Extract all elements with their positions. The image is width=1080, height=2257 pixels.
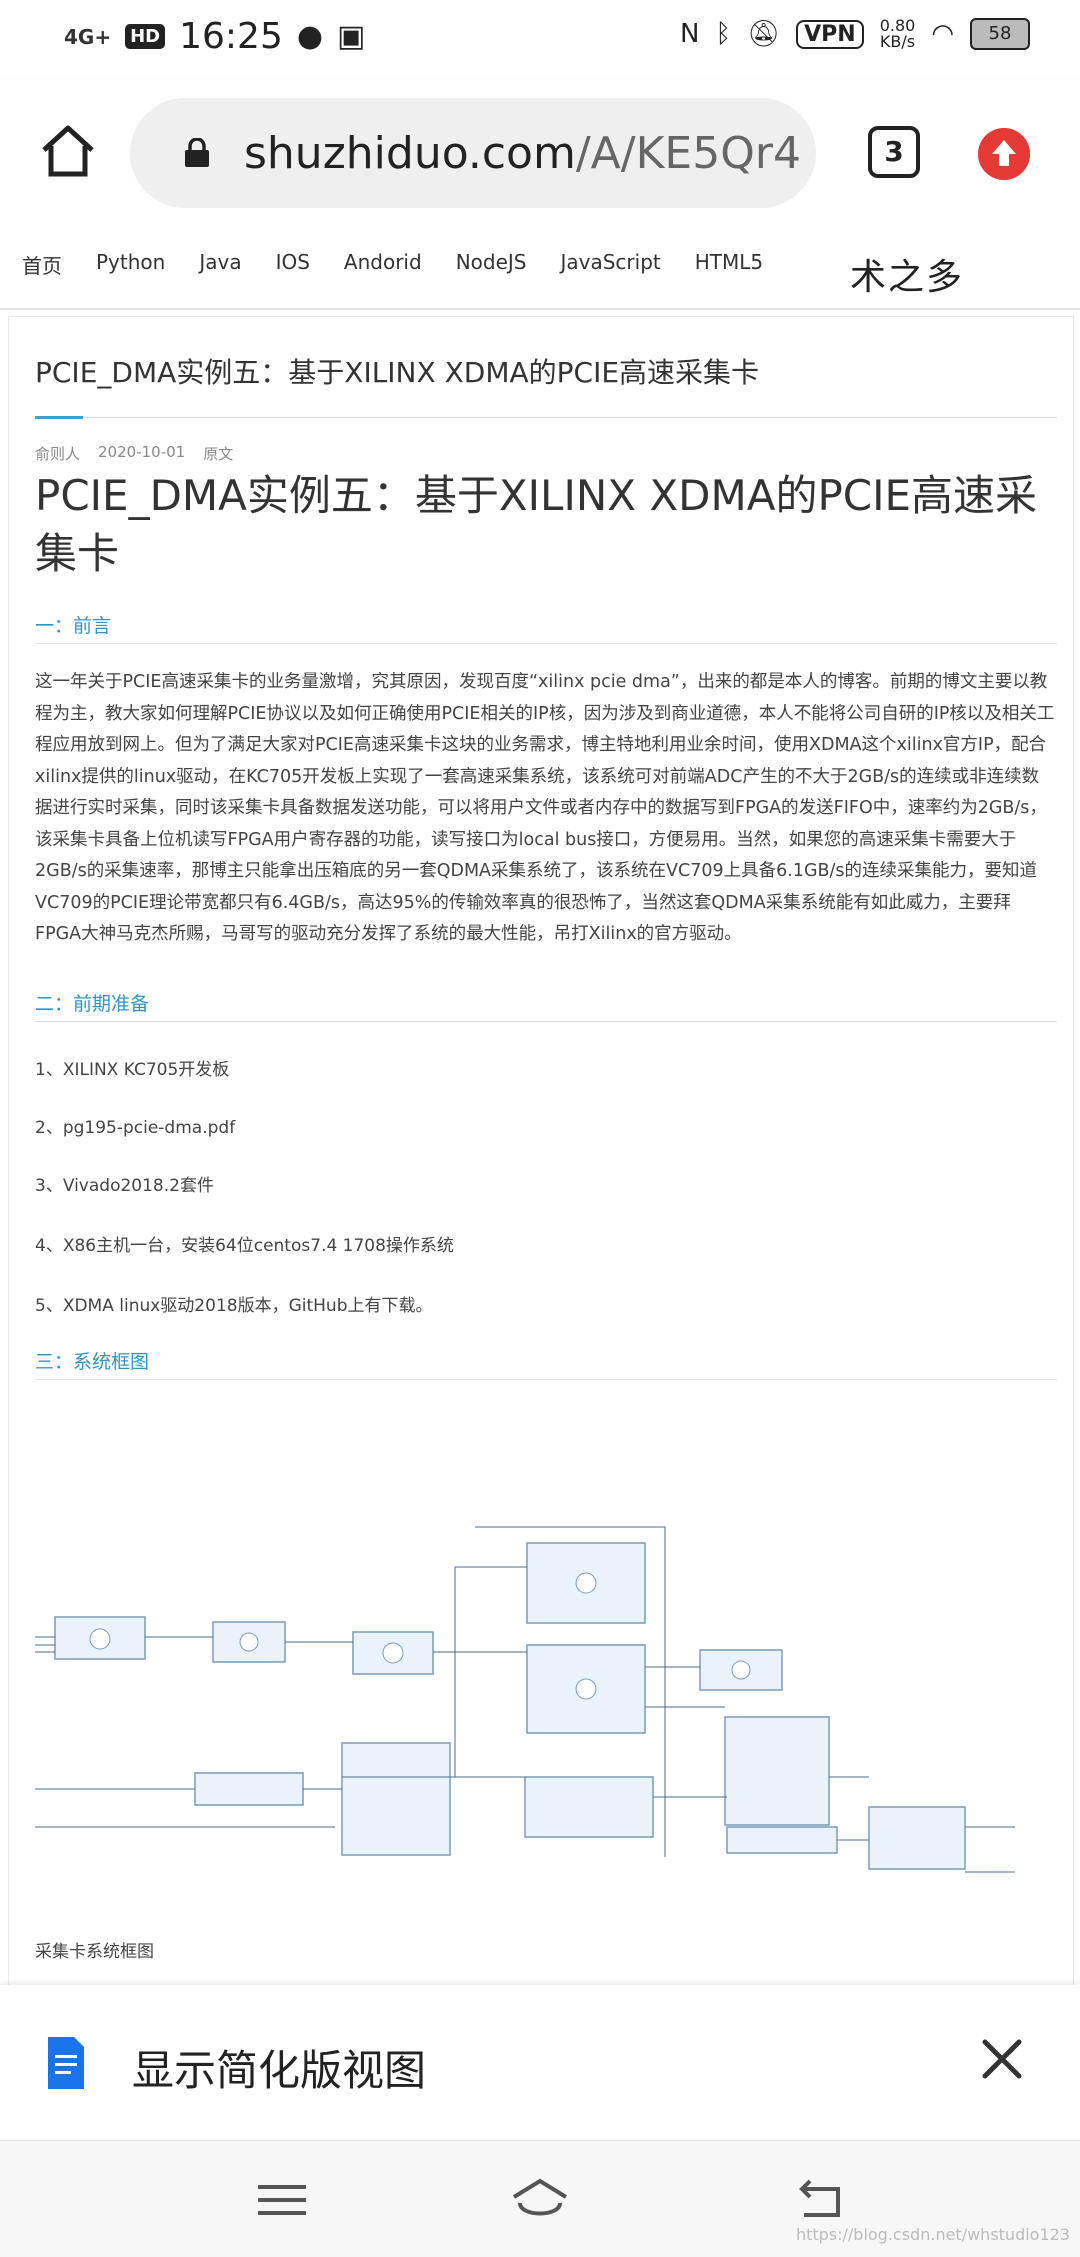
nav-item-python[interactable]: Python xyxy=(96,250,166,274)
intro-paragraph: 这一年关于PCIE高速采集卡的业务量激增，究其原因，发现百度“xilinx pc… xyxy=(35,672,1055,944)
network-speed: 0.80 KB/s xyxy=(880,18,916,50)
section-divider xyxy=(35,1379,1057,1380)
clock: 16:25 xyxy=(179,16,283,57)
hd-badge: HD xyxy=(125,24,166,49)
divider-accent xyxy=(35,416,83,419)
section-heading-diagram: 三：系统框图 xyxy=(35,1351,150,1373)
gallery-icon: ▣ xyxy=(337,19,366,54)
diagram-block xyxy=(194,1772,304,1806)
system-nav-bar: https://blog.csdn.net/whstudio123 xyxy=(0,2140,1080,2257)
original-tag: 原文 xyxy=(203,445,234,463)
diagram-block xyxy=(341,1742,451,1856)
publish-date: 2020-10-01 xyxy=(98,443,186,461)
diagram-block xyxy=(526,1644,646,1734)
article-meta: 俞则人 2020-10-01 原文 xyxy=(35,443,233,464)
document-icon xyxy=(48,2037,84,2089)
author[interactable]: 俞则人 xyxy=(35,445,81,463)
nfc-icon: N xyxy=(680,19,700,49)
speed-value: 0.80 xyxy=(879,16,916,35)
section-divider xyxy=(35,643,1057,644)
simplified-view-banner[interactable]: 显示简化版视图 xyxy=(0,1985,1080,2140)
nav-item-ios[interactable]: IOS xyxy=(275,250,310,274)
section-heading-prep: 二：前期准备 xyxy=(35,993,150,1015)
close-icon[interactable] xyxy=(980,2037,1024,2081)
status-bar: 4G+ HD 16:25 ● ▣ N ᛒ 🔕︎ VPN 0.80 KB/s ◠ … xyxy=(0,0,1080,80)
diagram-block xyxy=(724,1716,830,1826)
nav-item-android[interactable]: Andorid xyxy=(343,250,422,274)
site-nav: 首页 Python Java IOS Andorid NodeJS JavaSc… xyxy=(0,230,1080,310)
speed-unit: KB/s xyxy=(879,32,916,51)
bluetooth-icon: ᛒ xyxy=(715,19,732,49)
nav-item-javascript[interactable]: JavaScript xyxy=(560,250,661,274)
menu-icon[interactable] xyxy=(252,2175,312,2225)
back-icon[interactable] xyxy=(790,2175,850,2225)
nav-item-nodejs[interactable]: NodeJS xyxy=(455,250,527,274)
diagram-block xyxy=(524,1776,654,1838)
site-logo[interactable]: 术之多 xyxy=(850,257,965,298)
home-nav-icon[interactable] xyxy=(510,2175,570,2225)
nav-item-home[interactable]: 首页 xyxy=(22,254,62,278)
diagram-block xyxy=(726,1826,838,1854)
system-block-diagram xyxy=(35,1526,1015,1873)
web-page: 首页 Python Java IOS Andorid NodeJS JavaSc… xyxy=(0,230,1080,1985)
section-divider xyxy=(35,1021,1057,1022)
wechat-icon: ● xyxy=(296,19,324,54)
vpn-badge: VPN xyxy=(796,19,864,49)
watermark: https://blog.csdn.net/whstudio123 xyxy=(795,2225,1070,2244)
list-item: 5、XDMA linux驱动2018版本，GitHub上有下载。 xyxy=(35,1296,433,1316)
diagram-caption: 采集卡系统框图 xyxy=(35,1942,154,1962)
article-top-title: PCIE_DMA实例五：基于XILINX XDMA的PCIE高速采集卡 xyxy=(35,356,760,389)
upgrade-icon[interactable] xyxy=(978,128,1030,180)
url-domain: shuzhiduo.com xyxy=(244,127,576,179)
list-item: 1、XILINX KC705开发板 xyxy=(35,1060,230,1080)
address-bar[interactable]: shuzhiduo.com/A/KE5Qr4 xyxy=(130,98,816,208)
nav-item-html5[interactable]: HTML5 xyxy=(694,250,764,274)
list-item: 3、Vivado2018.2套件 xyxy=(35,1176,214,1196)
home-icon[interactable] xyxy=(38,120,98,180)
list-item: 4、X86主机一台，安装64位centos7.4 1708操作系统 xyxy=(35,1236,454,1256)
article-title: PCIE_DMA实例五：基于XILINX XDMA的PCIE高速采集卡 xyxy=(35,471,1038,578)
browser-toolbar: shuzhiduo.com/A/KE5Qr4 3 xyxy=(0,80,1080,230)
simplified-view-label[interactable]: 显示简化版视图 xyxy=(132,2046,427,2095)
section-heading-intro: 一：前言 xyxy=(35,615,112,637)
url-path: /A/KE5Qr4 xyxy=(575,127,801,179)
lock-icon xyxy=(185,138,209,167)
list-item: 2、pg195-pcie-dma.pdf xyxy=(35,1118,236,1138)
article-card: PCIE_DMA实例五：基于XILINX XDMA的PCIE高速采集卡 俞则人 … xyxy=(8,316,1074,1985)
battery-indicator: 58 xyxy=(970,18,1030,50)
mute-icon: 🔕︎ xyxy=(747,19,781,49)
wifi-icon: ◠ xyxy=(931,19,954,49)
diagram-block xyxy=(868,1806,966,1870)
tab-switcher-button[interactable]: 3 xyxy=(868,126,920,178)
signal-indicator: 4G+ xyxy=(64,24,112,49)
divider xyxy=(35,417,1057,418)
nav-item-java[interactable]: Java xyxy=(199,250,242,274)
